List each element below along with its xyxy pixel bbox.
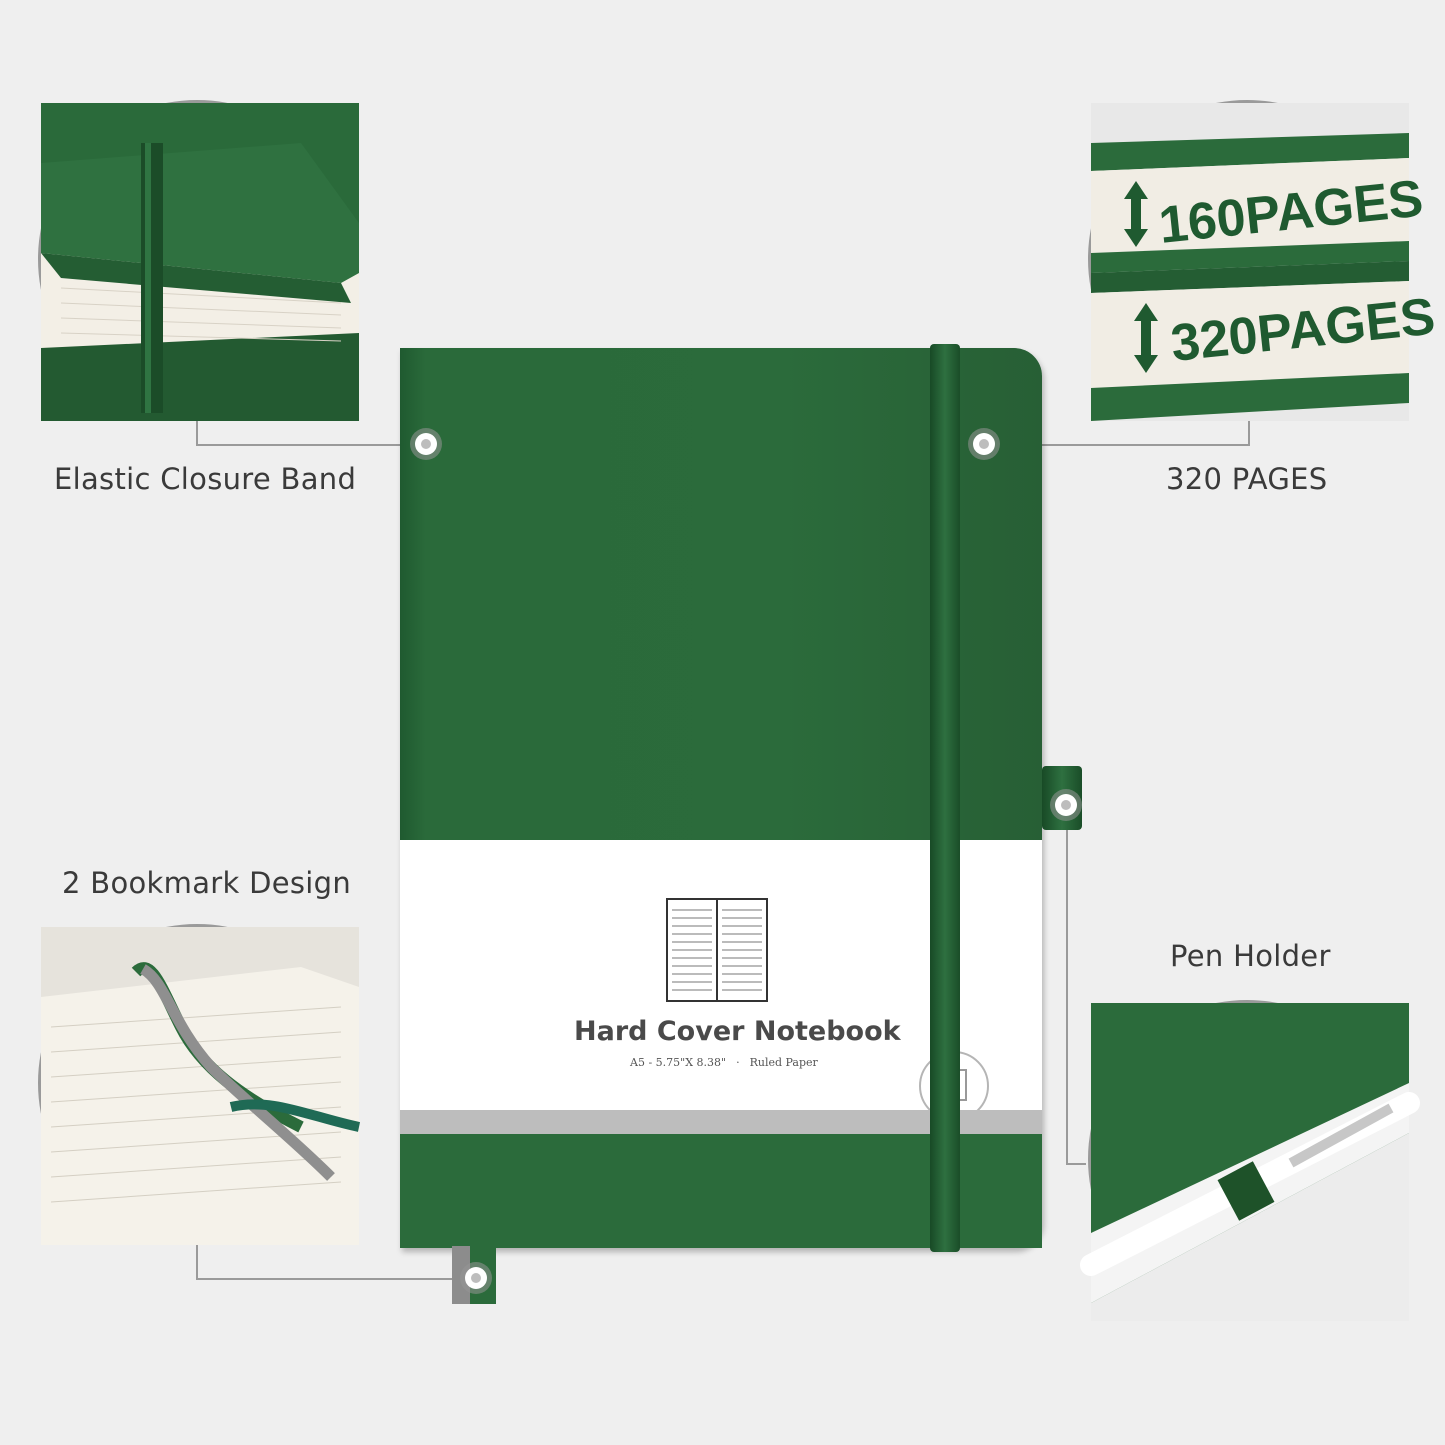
callout-dot-pages: [973, 433, 995, 455]
feature-label-pages: 320 PAGES: [1166, 462, 1328, 496]
pen-holder-detail-image: [1080, 1000, 1420, 1321]
notebook-title: Hard Cover Notebook: [574, 1016, 901, 1047]
connector-pages: [984, 420, 1250, 446]
callout-dot-bookmark: [465, 1267, 487, 1289]
notebook-size: A5 - 5.75"X 8.38": [630, 1056, 727, 1069]
bookmark-ribbon-grey: [452, 1246, 470, 1304]
elastic-closure-detail-image: [38, 100, 359, 421]
connector-bookmark: [196, 1240, 478, 1280]
notebook-separator: ·: [736, 1056, 740, 1069]
notebook-paper-type: Ruled Paper: [749, 1056, 818, 1069]
feature-label-pen: Pen Holder: [1170, 939, 1331, 973]
connector-elastic: [196, 420, 428, 446]
callout-dot-pen: [1055, 794, 1077, 816]
feature-label-bookmark: 2 Bookmark Design: [62, 866, 352, 900]
pages-detail-image: 160PAGES 320PAGES: [1088, 100, 1438, 421]
bookmark-detail-image: [38, 924, 361, 1245]
arrow-160-icon: [1124, 181, 1148, 247]
notebook-specs: A5 - 5.75"X 8.38" · Ruled Paper: [630, 1056, 818, 1069]
connector-pen: [1066, 805, 1086, 1165]
arrow-320-icon: [1134, 303, 1158, 373]
ruled-notebook-icon: [666, 898, 768, 1002]
feature-label-elastic: Elastic Closure Band: [54, 462, 357, 496]
callout-dot-elastic: [415, 433, 437, 455]
elastic-band: [930, 344, 960, 1252]
